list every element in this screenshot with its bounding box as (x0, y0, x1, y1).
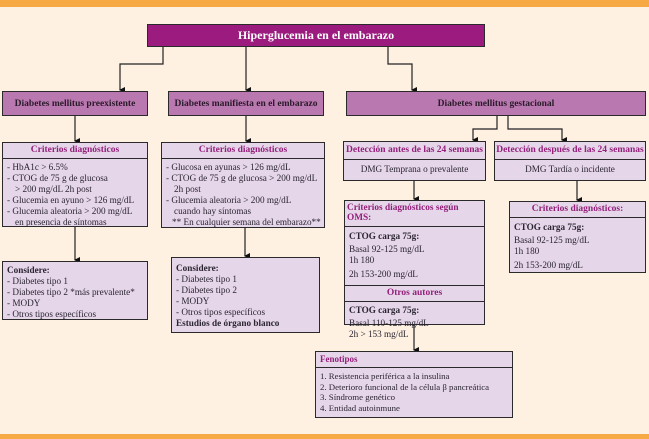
considere-item: - MODY (7, 298, 41, 308)
deteccion-antes-text: DMG Temprana o prevalente (360, 164, 469, 174)
oms-line: 2h 153-200 mg/dL (349, 269, 418, 279)
criterio-item: > 200 mg/dL 2h post (15, 184, 92, 194)
arrow-gestacional-to-despues (507, 116, 567, 143)
considere-footer: Estudios de órgano blanco (176, 318, 280, 328)
criterio-item: 2h post (174, 184, 201, 194)
criterio-item: - CTOG de 75 g de glucosa (7, 173, 108, 183)
fenotipo-item: 2. Deterioro funcional de la célula β pa… (320, 381, 490, 392)
manifiesta-considere-box: Considere: - Diabetes tipo 1 - Diabetes … (171, 257, 320, 333)
fenotipo-item: 1. Resistencia periférica a la insulina (320, 371, 450, 381)
considere-item: - Otros tipos específicos (176, 307, 266, 317)
deteccion-antes-header: Detección antes de las 24 semanas (344, 142, 485, 160)
criterios-list: - HbA1c > 6.5% - CTOG de 75 g de glucosa… (3, 159, 147, 231)
otros-autores-header: Otros autores (345, 285, 484, 302)
tardia-line: 1h 180 (514, 246, 540, 256)
tardia-criterios-box: Criterios diagnósticos: CTOG carga 75g: … (509, 201, 646, 273)
considere-item: - Otros tipos específicos (7, 309, 97, 319)
oms-subtitle: CTOG carga 75g: (349, 231, 420, 241)
considere-item: - Diabetes tipo 2 *más prevalente* (7, 287, 135, 297)
arrow-title-to-gestacional (387, 47, 417, 93)
tardia-subtitle: CTOG carga 75g: (514, 222, 585, 232)
considere-header: Considere: (176, 263, 219, 273)
preexistente-criterios-box: Criterios diagnósticos - HbA1c > 6.5% - … (2, 142, 148, 227)
criterio-item: - Glucemia en ayuno > 126 mg/dL (7, 195, 135, 205)
oms-line: 1h 180 (349, 255, 375, 265)
criterio-item: - CTOG de 75 g de glucosa > 200 mg/dL (166, 173, 318, 183)
oms-header: Criterios diagnósticos según OMS: (345, 201, 484, 227)
criterio-item: ** En cualquier semana del embarazo** (172, 217, 321, 227)
deteccion-antes-box: Detección antes de las 24 semanas DMG Te… (343, 141, 486, 181)
considere-item: - Diabetes tipo 1 (176, 274, 237, 284)
arrow-title-to-preexistente (119, 47, 164, 93)
deteccion-despues-text: DMG Tardía o incidente (525, 164, 615, 174)
title-box: Hiperglucemia en el embarazo (147, 24, 485, 47)
criterio-item: - Glucemia aleatoria > 200 mg/dL (7, 206, 133, 216)
arrow-gestacional-to-antes (472, 116, 498, 143)
considere-header: Considere: (7, 265, 50, 275)
oms-line: Basal 92-125 mg/dL (349, 244, 425, 254)
criterios-list: - Glucosa en ayunas > 126 mg/dL - CTOG d… (162, 159, 324, 231)
oms-criterios-box: Criterios diagnósticos según OMS: CTOG c… (344, 200, 485, 339)
criterio-item: - Glucosa en ayunas > 126 mg/dL (166, 162, 291, 172)
tardia-header: Criterios diagnósticos: (510, 202, 645, 218)
otros-line: Basal 110-125 mg/dL (349, 318, 429, 328)
manifiesta-criterios-box: Criterios diagnósticos - Glucosa en ayun… (161, 142, 325, 228)
considere-item: - Diabetes tipo 2 (176, 285, 237, 295)
criterios-header: Criterios diagnósticos (3, 143, 147, 159)
top-accent-bar (0, 0, 649, 7)
considere-item: - Diabetes tipo 1 (7, 276, 68, 286)
deteccion-despues-header: Detección después de las 24 semanas (495, 142, 645, 160)
fenotipo-item: 3. Síndrome genético (320, 392, 396, 402)
criterio-item: - Glucemia aleatoria > 200 mg/dL (166, 195, 292, 205)
fenotipo-item: 4. Entidad autoinmune (320, 402, 400, 413)
preexistente-considere-box: Considere: - Diabetes tipo 1 - Diabetes … (2, 261, 148, 320)
deteccion-despues-box: Detección después de las 24 semanas DMG … (494, 141, 646, 181)
otros-line: 2h > 153 mg/dL (349, 329, 409, 339)
considere-item: - MODY (176, 296, 210, 306)
criterio-item: en presencia de síntomas (15, 217, 107, 227)
fenotipos-box: Fenotipos 1. Resistencia periférica a la… (315, 351, 513, 418)
category-gestacional: Diabetes mellitus gestacional (346, 91, 646, 116)
category-manifiesta: Diabetes manifiesta en el embarazo (168, 91, 324, 116)
criterios-header: Criterios diagnósticos (162, 143, 324, 159)
criterio-item: cuando hay síntomas (174, 206, 252, 216)
otros-subtitle: CTOG carga 75g: (349, 305, 420, 315)
criterio-item: - HbA1c > 6.5% (7, 162, 68, 172)
bottom-accent-bar (0, 434, 649, 439)
tardia-line: Basal 92-125 mg/dL (514, 235, 590, 245)
tardia-line: 2h 153-200 mg/dL (514, 260, 583, 270)
fenotipos-header: Fenotipos (316, 352, 512, 368)
category-preexistente: Diabetes mellitus preexistente (2, 91, 148, 116)
